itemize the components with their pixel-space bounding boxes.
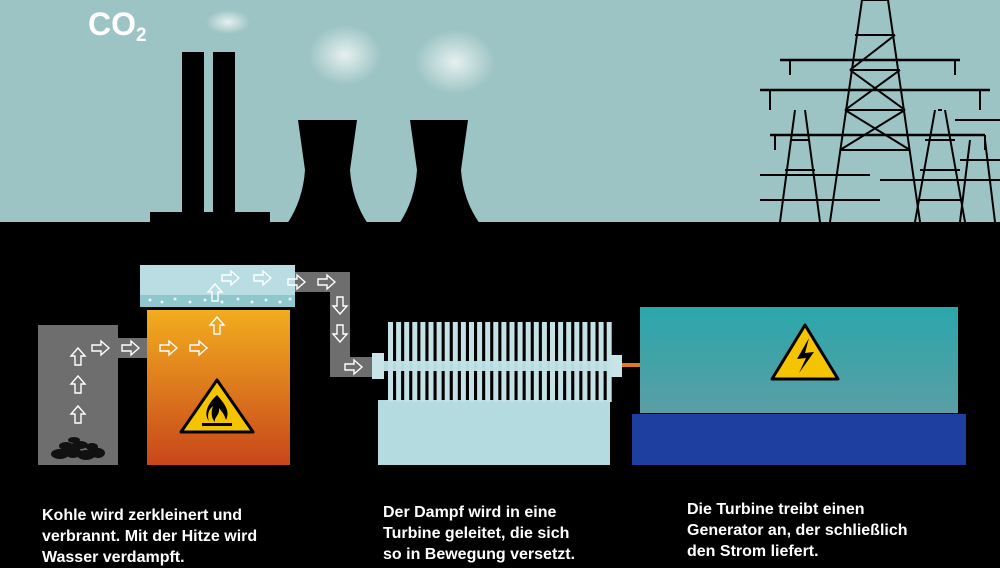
- arrow-icon: [208, 315, 226, 335]
- turbine-blade: [493, 322, 499, 402]
- turbine-blade: [444, 322, 450, 402]
- turbine-blade: [517, 322, 523, 402]
- power-pylons: [760, 0, 1000, 223]
- arrow-icon: [287, 273, 307, 291]
- turbine-blade: [509, 322, 515, 402]
- arrow-icon: [69, 404, 87, 424]
- arrow-icon: [253, 269, 273, 287]
- arrow-icon: [69, 346, 87, 366]
- turbine-blade: [452, 322, 458, 402]
- turbine-blade: [420, 322, 426, 402]
- turbine-blade: [396, 322, 402, 402]
- sky: [0, 0, 1000, 222]
- turbine-blade: [485, 322, 491, 402]
- arrow-icon: [159, 339, 179, 357]
- high-voltage-icon: [770, 323, 840, 381]
- turbine-blade: [469, 322, 474, 402]
- caption-turbine: Der Dampf wird in eine Turbine geleitet,…: [383, 504, 576, 563]
- arrow-icon: [221, 269, 241, 287]
- water-tank: [140, 265, 295, 295]
- turbine-blade: [541, 322, 547, 402]
- turbine-blade: [566, 322, 572, 402]
- turbine-blade: [477, 322, 483, 402]
- fire-hazard-icon: [179, 378, 255, 434]
- turbine-blade: [525, 322, 531, 402]
- turbine-blade: [412, 322, 418, 402]
- arrow-icon: [344, 358, 364, 376]
- turbine-blade: [428, 322, 434, 402]
- turbine-blade: [558, 322, 564, 402]
- generator-base: [632, 414, 966, 465]
- arrow-icon: [331, 296, 349, 316]
- turbine-shaft-left: [372, 353, 384, 379]
- caption-generator: Die Turbine treibt einen Generator an, d…: [687, 501, 908, 560]
- turbine-blade: [388, 322, 393, 402]
- arrow-icon: [206, 282, 224, 302]
- turbine-blade: [590, 322, 596, 402]
- drive-shaft: [622, 363, 642, 367]
- smoke-clouds: [206, 10, 495, 94]
- turbine-blade: [460, 322, 466, 402]
- arrow-icon: [331, 324, 349, 344]
- turbine-blade: [501, 322, 507, 402]
- turbine-blades: [388, 322, 612, 402]
- coal-pile: [51, 437, 105, 460]
- steam-pipe: [295, 272, 375, 377]
- turbine-blade: [533, 322, 539, 402]
- flow-arrows: [69, 269, 364, 424]
- turbine-blade: [436, 322, 442, 402]
- turbine-blade: [606, 322, 612, 402]
- turbine-blade: [582, 322, 588, 402]
- arrow-icon: [69, 374, 87, 394]
- arrow-icon: [189, 339, 209, 357]
- arrow-icon: [91, 339, 111, 357]
- turbine-housing: [378, 400, 610, 465]
- coal-feed-pipe: [118, 338, 150, 358]
- arrow-icon: [121, 339, 141, 357]
- water-bubbles: [148, 297, 292, 304]
- turbine-blade: [598, 322, 604, 402]
- caption-coal-combustion: Kohle wird zerkleinert und verbrannt. Mi…: [42, 507, 258, 566]
- plant-silhouette: [150, 52, 480, 224]
- turbine-blade: [550, 322, 555, 402]
- turbine-blade: [404, 322, 410, 402]
- co2-label: CO2: [88, 6, 147, 46]
- arrow-icon: [317, 273, 337, 291]
- turbine-blade: [574, 322, 580, 402]
